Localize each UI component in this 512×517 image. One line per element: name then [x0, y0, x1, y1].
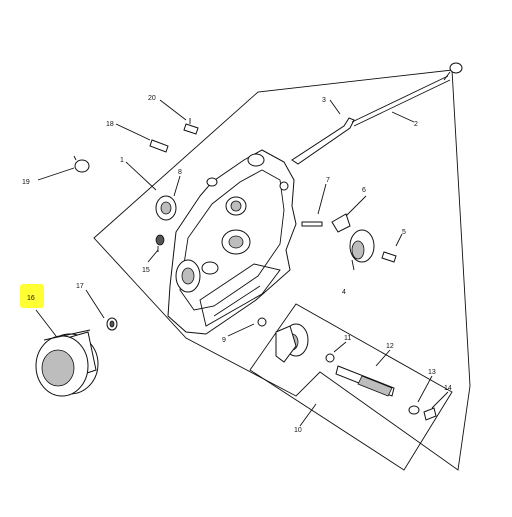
plug-15	[155, 234, 165, 252]
label-20: 20	[148, 95, 156, 102]
label-3: 3	[322, 97, 326, 104]
label-13: 13	[428, 369, 436, 376]
bolt-20	[183, 118, 199, 135]
label-11: 11	[344, 335, 351, 342]
label-10: 10	[294, 427, 302, 434]
label-9: 9	[222, 337, 226, 344]
ring-11	[325, 353, 335, 363]
label-17: 17	[76, 283, 84, 290]
oil-seal	[155, 195, 177, 221]
label-5: 5	[402, 229, 406, 236]
oil-filter-16	[35, 329, 99, 397]
label-14: 14	[444, 385, 452, 392]
label-1: 1	[120, 157, 124, 164]
shaft-12	[335, 365, 395, 397]
label-19: 19	[22, 179, 30, 186]
label-2: 2	[414, 121, 418, 128]
bolt-18	[149, 139, 169, 153]
gear-shaft-10	[275, 323, 309, 363]
label-16: 16	[27, 295, 35, 302]
bolt-14	[423, 407, 437, 421]
label-12: 12	[386, 343, 394, 350]
pin-5	[381, 251, 397, 263]
ring-9	[257, 317, 267, 327]
fitting-19	[73, 155, 90, 173]
label-7: 7	[326, 177, 330, 184]
callout-labels: 1 2 3 4 5 6 7 8 9 10 11 12 13 14 15 16 1…	[22, 95, 452, 434]
label-18: 18	[106, 121, 114, 128]
drain-plug-17	[106, 317, 118, 331]
crankcase-cover	[167, 149, 297, 335]
dipstick-assembly	[291, 62, 463, 165]
highlight-marker	[20, 284, 44, 308]
label-4: 4	[342, 289, 346, 296]
label-6: 6	[362, 187, 366, 194]
washer-6	[331, 213, 351, 233]
label-8: 8	[178, 169, 182, 176]
subassembly-bracket	[249, 303, 453, 471]
gear-4	[349, 229, 375, 263]
washer-13	[408, 405, 420, 415]
pin-7	[301, 221, 323, 227]
assembly-boundary	[93, 69, 471, 471]
leader-lines	[35, 99, 449, 427]
label-15: 15	[142, 267, 150, 274]
